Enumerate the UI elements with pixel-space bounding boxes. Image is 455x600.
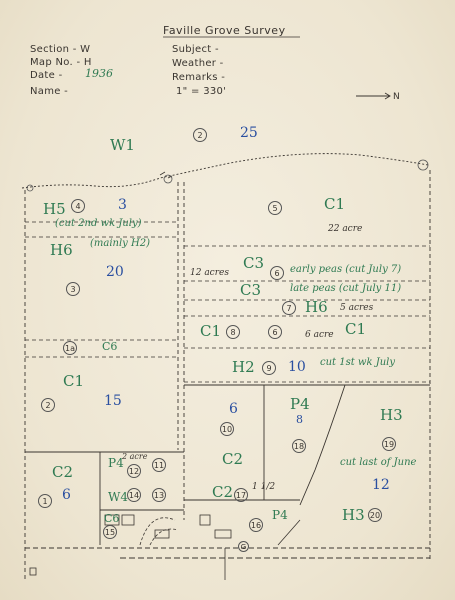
- field-c1b-code: C1: [200, 322, 222, 340]
- field-c2b-number: 6: [229, 401, 238, 417]
- field-p4b-code: P4: [290, 395, 310, 413]
- field-p4c-circle: 16: [249, 518, 263, 532]
- field-w1-circle: 2: [193, 128, 207, 142]
- field-h2-note: cut 1st wk July: [320, 357, 396, 368]
- field-p4a-code: P4: [108, 456, 124, 470]
- field-w1-number: 25: [240, 125, 258, 141]
- field-c2a-number: 6: [62, 487, 71, 503]
- field-c1d-number: 15: [104, 393, 122, 409]
- north-label: N: [393, 92, 401, 102]
- field-c6b-code: C6: [104, 512, 120, 525]
- field-h6b-circle: 7: [282, 301, 296, 315]
- survey-title: Faville Grove Survey: [163, 24, 286, 37]
- field-h6-code: H6: [50, 241, 73, 259]
- remarks-label: Remarks -: [172, 72, 226, 83]
- field-h3b-code: H3: [342, 506, 365, 524]
- field-p4a-note: 2 acre: [122, 452, 148, 461]
- field-c3-early-code: C3: [243, 254, 265, 272]
- field-c1d-circle: 2: [41, 398, 55, 412]
- field-w4-circle: 14: [127, 488, 141, 502]
- name-label: Name -: [30, 86, 69, 97]
- weather-label: Weather -: [172, 58, 224, 69]
- field-h6b-note: 5 acres: [340, 303, 374, 313]
- field-h5-note: (cut 2nd wk July): [55, 218, 142, 229]
- field-h3a-note: cut last of June: [340, 457, 417, 468]
- field-c3-late-note: late peas (cut July 11): [290, 283, 402, 294]
- field-w4-code: W4: [108, 490, 128, 504]
- field-p4b-circle: 18: [292, 439, 306, 453]
- field-w1-code: W1: [110, 136, 135, 154]
- subject-label: Subject -: [172, 44, 219, 55]
- field-h6b-code: H6: [305, 298, 328, 316]
- field-h6-number: 20: [106, 264, 124, 280]
- field-c1-circle: 5: [268, 201, 282, 215]
- misc-circle-g: G: [238, 541, 249, 552]
- field-p4c-code: P4: [272, 508, 288, 522]
- field-c1c-circle: 6: [268, 325, 282, 339]
- field-c2c-number: 1 1/2: [252, 482, 276, 492]
- field-c3-late-code: C3: [240, 281, 262, 299]
- field-h2-code: H2: [232, 358, 255, 376]
- field-c3-acres: 12 acres: [190, 268, 229, 278]
- field-c2b-circle: 10: [220, 422, 234, 436]
- misc-circle-11: 11: [152, 458, 166, 472]
- field-p4b-number: 8: [296, 413, 303, 426]
- field-h2-circle: 9: [262, 361, 276, 375]
- field-c3-early-note: early peas (cut July 7): [290, 264, 402, 275]
- field-c2c-circle: 17: [234, 488, 248, 502]
- field-c1b-circle: 8: [226, 325, 240, 339]
- date-label: Date -: [30, 70, 63, 81]
- field-c2b-code: C2: [222, 450, 244, 468]
- field-c1c-note: 6 acre: [305, 330, 334, 340]
- field-c6-circle: 1a: [63, 341, 77, 355]
- field-h3a-code: H3: [380, 406, 403, 424]
- field-h6-note: (mainly H2): [90, 238, 150, 249]
- field-c6b-circle: 15: [103, 525, 117, 539]
- scale-label: 1" = 330': [176, 86, 227, 97]
- field-h3b-circle: 20: [368, 508, 382, 522]
- field-c2a-circle: 1: [38, 494, 52, 508]
- field-h6-circle: 3: [66, 282, 80, 296]
- misc-circle-13: 13: [152, 488, 166, 502]
- field-c2a-code: C2: [52, 463, 74, 481]
- map-no-label: Map No. - H: [30, 57, 92, 68]
- field-h5-number: 3: [118, 197, 127, 213]
- field-h3a-circle: 19: [382, 437, 396, 451]
- field-h5-circle: 4: [71, 199, 85, 213]
- field-p4a-circle: 12: [127, 464, 141, 478]
- field-c1-note: 22 acre: [328, 224, 363, 234]
- field-h5-code: H5: [43, 200, 66, 218]
- field-h2-number: 10: [288, 359, 306, 375]
- section-label: Section - W: [30, 44, 91, 55]
- field-c1-code: C1: [324, 195, 346, 213]
- field-c6-code: C6: [102, 340, 118, 353]
- field-c1d-code: C1: [63, 372, 85, 390]
- field-h3a-number: 12: [372, 477, 390, 493]
- field-c3-early-circle: 6: [270, 266, 284, 280]
- field-c1c-code: C1: [345, 320, 367, 338]
- date-value: 1936: [85, 67, 113, 80]
- field-c2c-code: C2: [212, 483, 234, 501]
